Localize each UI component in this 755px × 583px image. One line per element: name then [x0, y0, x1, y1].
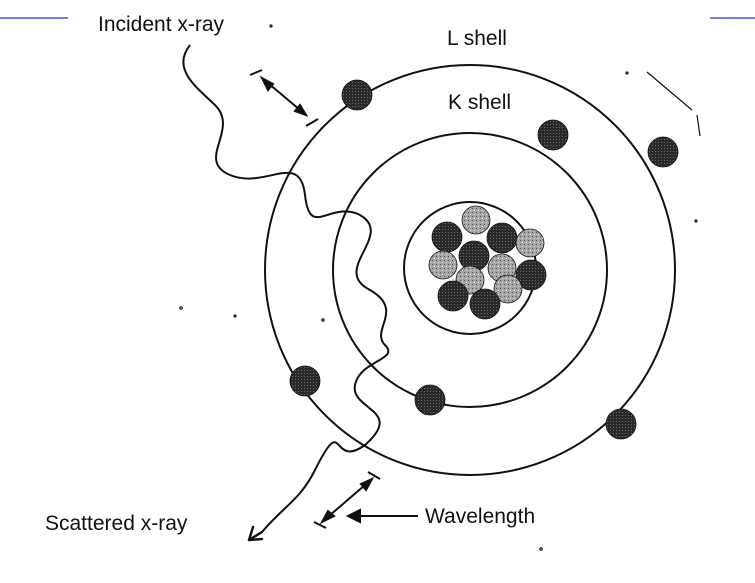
electron: [290, 366, 320, 396]
proton: [462, 206, 490, 234]
neutron: [470, 289, 500, 319]
scattered-xray-label: Scattered x-ray: [45, 513, 187, 534]
electron: [648, 137, 678, 167]
neutron: [438, 281, 468, 311]
electron: [342, 80, 372, 110]
electron: [538, 120, 568, 150]
xray-wave-path: [183, 45, 388, 532]
l-shell-label: L shell: [447, 28, 507, 49]
electron: [415, 385, 445, 415]
wavelength-label: Wavelength: [425, 506, 535, 527]
scattered-wavelength-marker: [314, 472, 380, 528]
arrow-left-icon: [348, 510, 418, 522]
nucleus: [429, 206, 546, 319]
scan-artifacts: [180, 25, 700, 550]
incident-wavelength-marker: [250, 70, 318, 126]
neutron: [432, 222, 462, 252]
proton: [516, 229, 544, 257]
proton: [429, 251, 457, 279]
k-shell-label: K shell: [448, 92, 511, 113]
neutron: [487, 223, 517, 253]
incident-xray-label: Incident x-ray: [98, 14, 224, 35]
electron: [606, 409, 636, 439]
arrow-down-left-icon: [249, 527, 262, 540]
